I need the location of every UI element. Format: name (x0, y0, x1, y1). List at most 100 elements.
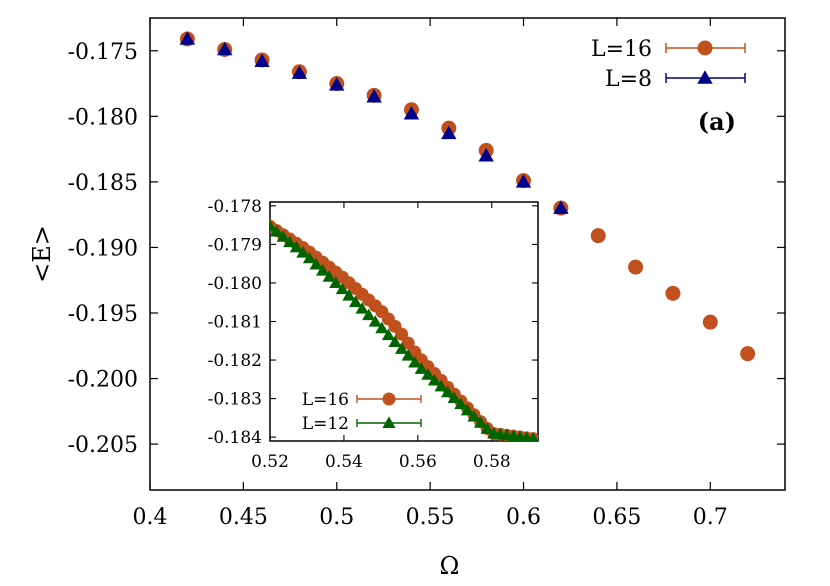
inset-data-point (473, 416, 488, 428)
data-point (329, 77, 345, 91)
x-tick-label: 0.6 (506, 505, 541, 530)
x-tick-label: 0.4 (133, 505, 168, 530)
y-tick-label: -0.175 (68, 40, 138, 65)
x-tick-label: 0.45 (219, 505, 268, 530)
main-plot: 0.4 0.45 0.5 0.55 0.6 0.65 0.7 -0.175 -0.180 -0.1… (28, 17, 786, 580)
inset-y-tick-label: -0.184 (208, 428, 262, 448)
data-point (366, 88, 382, 103)
data-point (665, 285, 681, 301)
inset-y-tick-label: -0.178 (208, 197, 262, 217)
inset-data-point (480, 422, 494, 434)
inset-plot: 0.52 0.54 0.56 0.58 -0.178 -0.179 -0.180 -0.181… (208, 197, 539, 472)
y-tick-label: -0.200 (68, 368, 138, 393)
inset-data-point (395, 327, 409, 341)
inset-data-point (460, 403, 474, 416)
plot-frame (149, 17, 786, 491)
inset-data-point (322, 270, 336, 282)
legend-label: L=8 (605, 67, 652, 92)
data-point (478, 147, 494, 162)
inset-data-point (368, 315, 382, 327)
y-axis-label: <E> (28, 225, 56, 283)
x-tick-label: 0.7 (693, 505, 728, 530)
legend-label: L=16 (591, 37, 652, 62)
inset-data-point (467, 409, 481, 422)
inset-data-point (394, 342, 409, 354)
inset-legend: L=16L=12 (302, 390, 422, 434)
inset-legend-label: L=16 (302, 390, 349, 410)
inset-data-point (355, 302, 369, 314)
data-point (217, 41, 233, 56)
inset-legend-marker (382, 416, 396, 428)
x-tick-label: 0.55 (406, 505, 455, 530)
inset-data-point (434, 379, 448, 392)
legend-marker (697, 40, 713, 56)
inset-data-point (342, 289, 356, 301)
inset-x-tick-label: 0.52 (251, 452, 289, 472)
inset-data-point (270, 224, 284, 237)
x-axis-label: Ω (440, 552, 460, 580)
inset-legend-label: L=12 (302, 414, 349, 434)
legend: L=16L=8 (591, 37, 746, 92)
inset-data-point (375, 321, 389, 334)
data-point (515, 174, 532, 188)
inset-data-point (335, 282, 349, 295)
inset-data-point (296, 246, 310, 258)
inset-data-point (401, 336, 415, 350)
inset-data-point (401, 349, 415, 361)
data-point (628, 259, 644, 275)
inset-y-tick-label: -0.182 (208, 351, 262, 371)
inset-y-tick-label: -0.180 (208, 274, 262, 294)
inset-data-point (270, 219, 277, 232)
inset-data-point (289, 240, 303, 253)
inset-data-point (316, 264, 330, 276)
data-point (179, 31, 196, 45)
inset-series (270, 219, 538, 441)
inset-data-point (388, 335, 402, 347)
x-tick-label: 0.65 (592, 505, 641, 530)
inset-data-point (447, 391, 461, 404)
data-point (291, 65, 308, 79)
data-point (441, 125, 457, 140)
inset-data-point (362, 308, 376, 321)
y-tick-label: -0.190 (68, 236, 138, 261)
inset-x-tick-label: 0.54 (325, 452, 363, 472)
inset-x-tick-label: 0.56 (399, 452, 437, 472)
inset-data-point (414, 362, 428, 374)
legend-marker (697, 70, 713, 84)
data-point (403, 106, 420, 120)
inset-data-point (441, 385, 455, 398)
inset-y-tick-label: -0.183 (208, 390, 262, 410)
inset-data-point (454, 397, 468, 410)
inset-legend-marker (382, 392, 396, 406)
y-tick-label: -0.185 (68, 171, 138, 196)
y-tick-label: -0.205 (68, 433, 138, 458)
x-tick-label: 0.5 (319, 505, 354, 530)
inset-y-tick-label: -0.181 (208, 313, 262, 333)
inset-data-point (276, 230, 290, 242)
panel-label: (a) (698, 107, 736, 136)
data-point (590, 228, 606, 244)
inset-data-point (427, 373, 442, 386)
data-point (740, 346, 756, 362)
inset-y-tick-label: -0.179 (208, 235, 262, 255)
inset-data-point (302, 251, 317, 264)
inset-data-point (408, 355, 422, 368)
inset-data-point (329, 276, 343, 288)
inset-x-tick-label: 0.58 (473, 452, 511, 472)
inset-series-l-12 (270, 219, 538, 441)
y-tick-label: -0.195 (68, 302, 138, 327)
inset-frame (269, 201, 539, 442)
inset-data-point (528, 432, 538, 441)
y-tick-label: -0.180 (68, 105, 138, 130)
series-l-8 (179, 31, 569, 214)
data-point (702, 314, 718, 330)
inset-data-point (309, 257, 323, 270)
inset-data-point (381, 328, 396, 341)
inset-data-point (421, 368, 435, 380)
data-point (553, 200, 569, 214)
data-point (254, 53, 270, 68)
inset-data-point (348, 295, 363, 308)
inset-data-point (521, 431, 533, 441)
